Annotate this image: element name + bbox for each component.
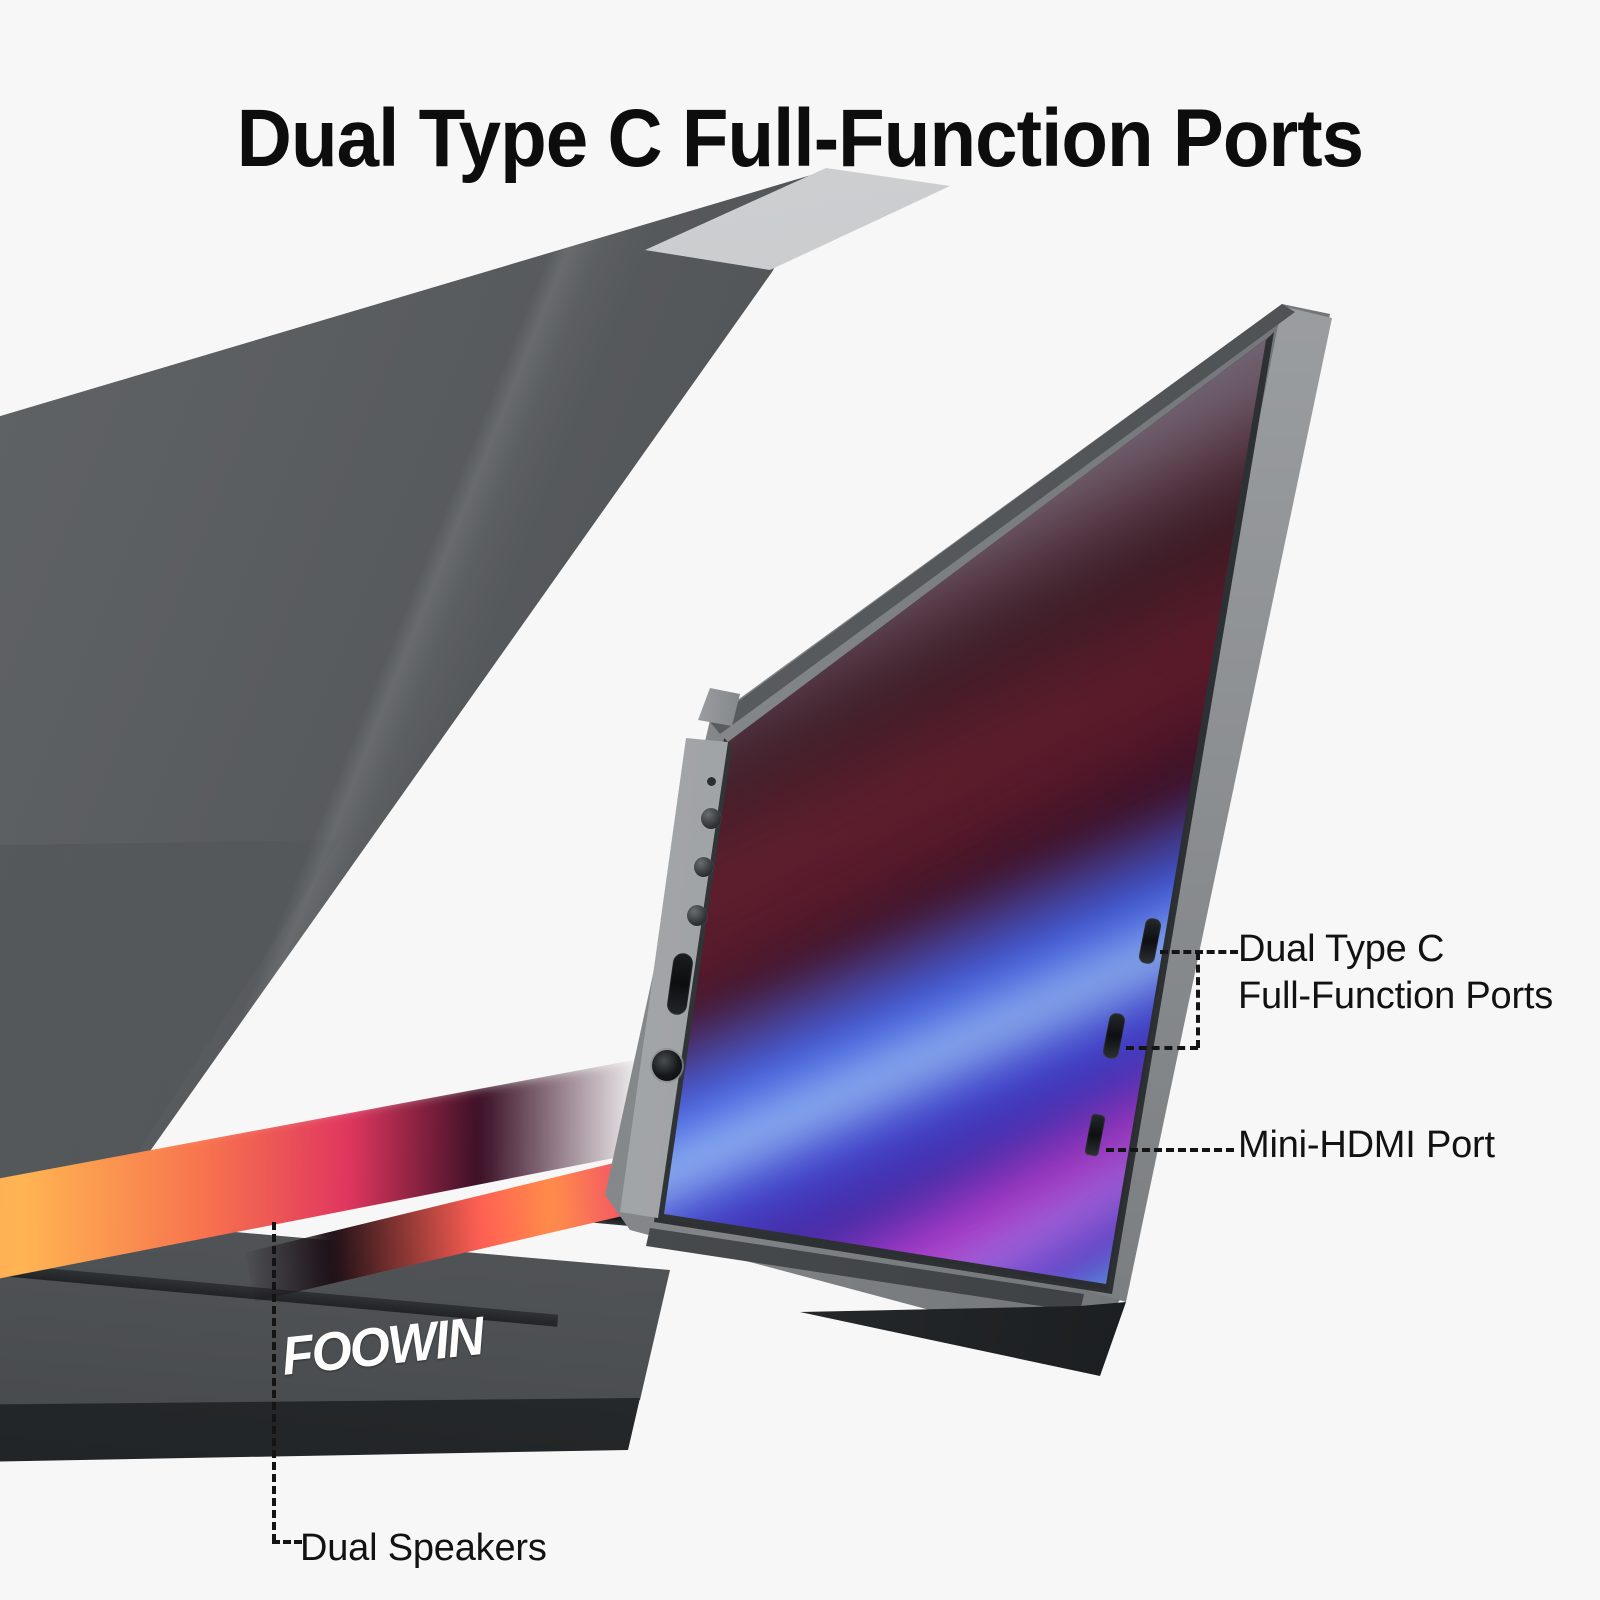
- callout-label-dual-type-c: Dual Type C Full-Function Ports: [1238, 928, 1554, 1017]
- callout-leader-type-c-vertical: [1196, 952, 1200, 1048]
- control-button-2[interactable]: [694, 857, 713, 877]
- callout-leader-speakers-vertical: [272, 1222, 276, 1542]
- power-led-indicator: [707, 777, 716, 786]
- control-button-1[interactable]: [701, 808, 721, 829]
- callout-leader-type-c-bottom: [1126, 1046, 1198, 1050]
- callout-leader-speakers-horizontal: [272, 1540, 302, 1544]
- callout-label-dual-speakers: Dual Speakers: [300, 1527, 547, 1569]
- callout-leader-hdmi: [1106, 1148, 1234, 1152]
- headphone-jack-port[interactable]: [652, 1050, 682, 1081]
- control-button-3[interactable]: [687, 905, 707, 926]
- page-title: Dual Type C Full-Function Ports: [236, 93, 1364, 184]
- callout-label-mini-hdmi: Mini-HDMI Port: [1238, 1124, 1495, 1166]
